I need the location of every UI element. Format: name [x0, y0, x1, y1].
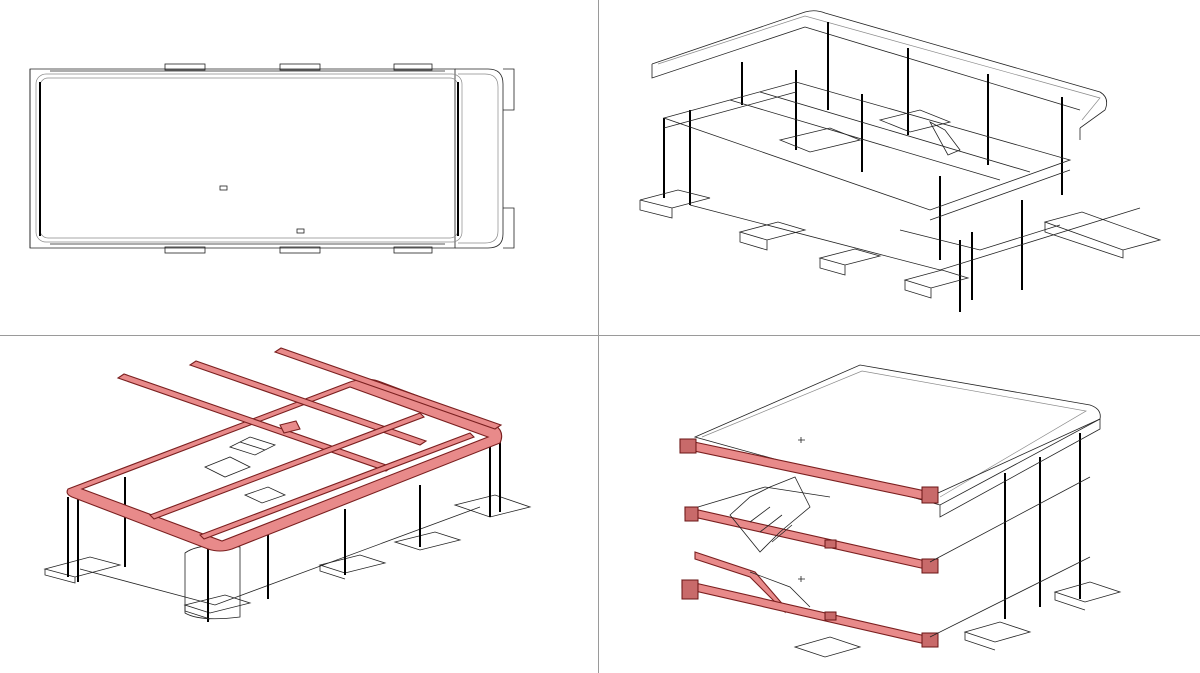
frame-floor-1-beams	[729, 91, 1031, 181]
section-roof-top	[693, 364, 1101, 506]
cut-columns-front	[67, 477, 209, 622]
section-floor-0-edge	[929, 556, 1091, 638]
section-floor-0-cut-marks	[824, 611, 939, 648]
plan-column-marker	[219, 185, 228, 191]
frame-footing-3	[818, 248, 882, 276]
section-roof-marker	[798, 437, 805, 443]
plan-slab-outline	[29, 68, 456, 249]
plan-inner-outline	[35, 73, 463, 243]
plan-annex-outline	[455, 68, 504, 249]
isometric-cut-drawing	[43, 347, 532, 622]
section-stair-treads	[749, 506, 793, 543]
cut-footing-3	[318, 554, 387, 580]
frame-columns-front	[663, 70, 863, 205]
section-roof-cut-right	[921, 486, 939, 504]
section-footing-2	[1053, 581, 1122, 611]
section-roof-cut-front	[679, 438, 931, 502]
cut-stair-landing	[279, 420, 301, 434]
cut-beam-transverse-2	[188, 360, 428, 446]
frame-footing-4	[903, 269, 970, 299]
plan-footing-top-3	[393, 63, 433, 71]
viewport-isometric-section[interactable]	[600, 337, 1200, 673]
viewport-divider-vertical[interactable]	[598, 0, 599, 673]
frame-stair-opening-1	[778, 127, 862, 153]
plan-drawing	[29, 63, 515, 254]
cut-stair-mid	[204, 456, 251, 478]
cut-beam-longitudinal-2	[199, 432, 475, 540]
section-stair-upper	[729, 476, 811, 553]
cut-beam-longitudinal	[149, 412, 425, 520]
frame-floor-1-edges	[663, 91, 1071, 221]
section-footing-1	[963, 621, 1032, 651]
isometric-section-drawing	[679, 364, 1122, 658]
section-roof-right-edge	[937, 418, 1101, 494]
frame-roof-front-left	[651, 26, 806, 79]
frame-floor-1	[662, 81, 1072, 211]
plan-annex-inner	[458, 73, 499, 244]
isometric-frame-drawing	[639, 10, 1162, 312]
plan-footing-top-1	[164, 63, 206, 71]
section-floor-marker	[798, 576, 805, 582]
cut-columns-right	[267, 437, 501, 599]
plan-footing-bottom-2	[279, 246, 321, 254]
plan-annex-tab-top	[503, 68, 515, 111]
frame-stair-opening-2	[878, 109, 952, 133]
section-floor-1-cut-left	[684, 506, 699, 522]
cut-footing-5	[453, 494, 532, 518]
viewport-isometric-cut-beams[interactable]	[0, 337, 598, 673]
frame-columns-lower	[939, 176, 1023, 312]
frame-footing-1	[639, 189, 711, 219]
section-roof-cut-left	[679, 438, 697, 454]
frame-base-inner	[899, 224, 1061, 251]
plan-footing-top-2	[279, 63, 321, 71]
section-roof-inner	[701, 370, 1087, 498]
plan-footing-bottom-1	[164, 246, 206, 254]
viewport-plan[interactable]	[0, 0, 598, 335]
plan-annex-tab-bottom	[503, 207, 515, 249]
section-floor-1-cut-marks	[824, 539, 939, 574]
cut-beam-transverse-3	[273, 347, 503, 430]
frame-roof-ridge	[804, 26, 1081, 111]
section-stair-lower	[749, 571, 811, 608]
section-footing-3	[793, 636, 862, 658]
cut-stair-cylinder	[184, 545, 241, 620]
section-floor-1-edges	[697, 476, 1091, 563]
cut-footing-1	[43, 556, 122, 584]
plan-inner-outline-2	[39, 77, 459, 239]
plan-footing-bottom-3	[393, 246, 433, 254]
frame-base-edge	[689, 204, 1141, 271]
viewport-divider-horizontal[interactable]	[0, 335, 1200, 336]
cut-stair-lower	[243, 486, 287, 504]
frame-columns-back	[741, 22, 1063, 195]
frame-stair	[929, 121, 961, 156]
viewport-isometric-frame[interactable]	[600, 0, 1200, 335]
section-roof-side	[939, 419, 1101, 518]
frame-footing-2	[738, 221, 807, 251]
frame-roof-back	[651, 10, 1108, 129]
frame-roof-inner	[657, 15, 1101, 121]
cut-base-edge	[79, 506, 481, 606]
plan-stair-marker	[296, 228, 305, 234]
frame-footing-5	[1043, 211, 1162, 259]
section-floor-0-cut	[681, 579, 931, 646]
cut-footing-4	[393, 531, 462, 551]
cut-stair-upper	[228, 436, 277, 456]
section-floor-0-cut-left	[681, 579, 699, 600]
